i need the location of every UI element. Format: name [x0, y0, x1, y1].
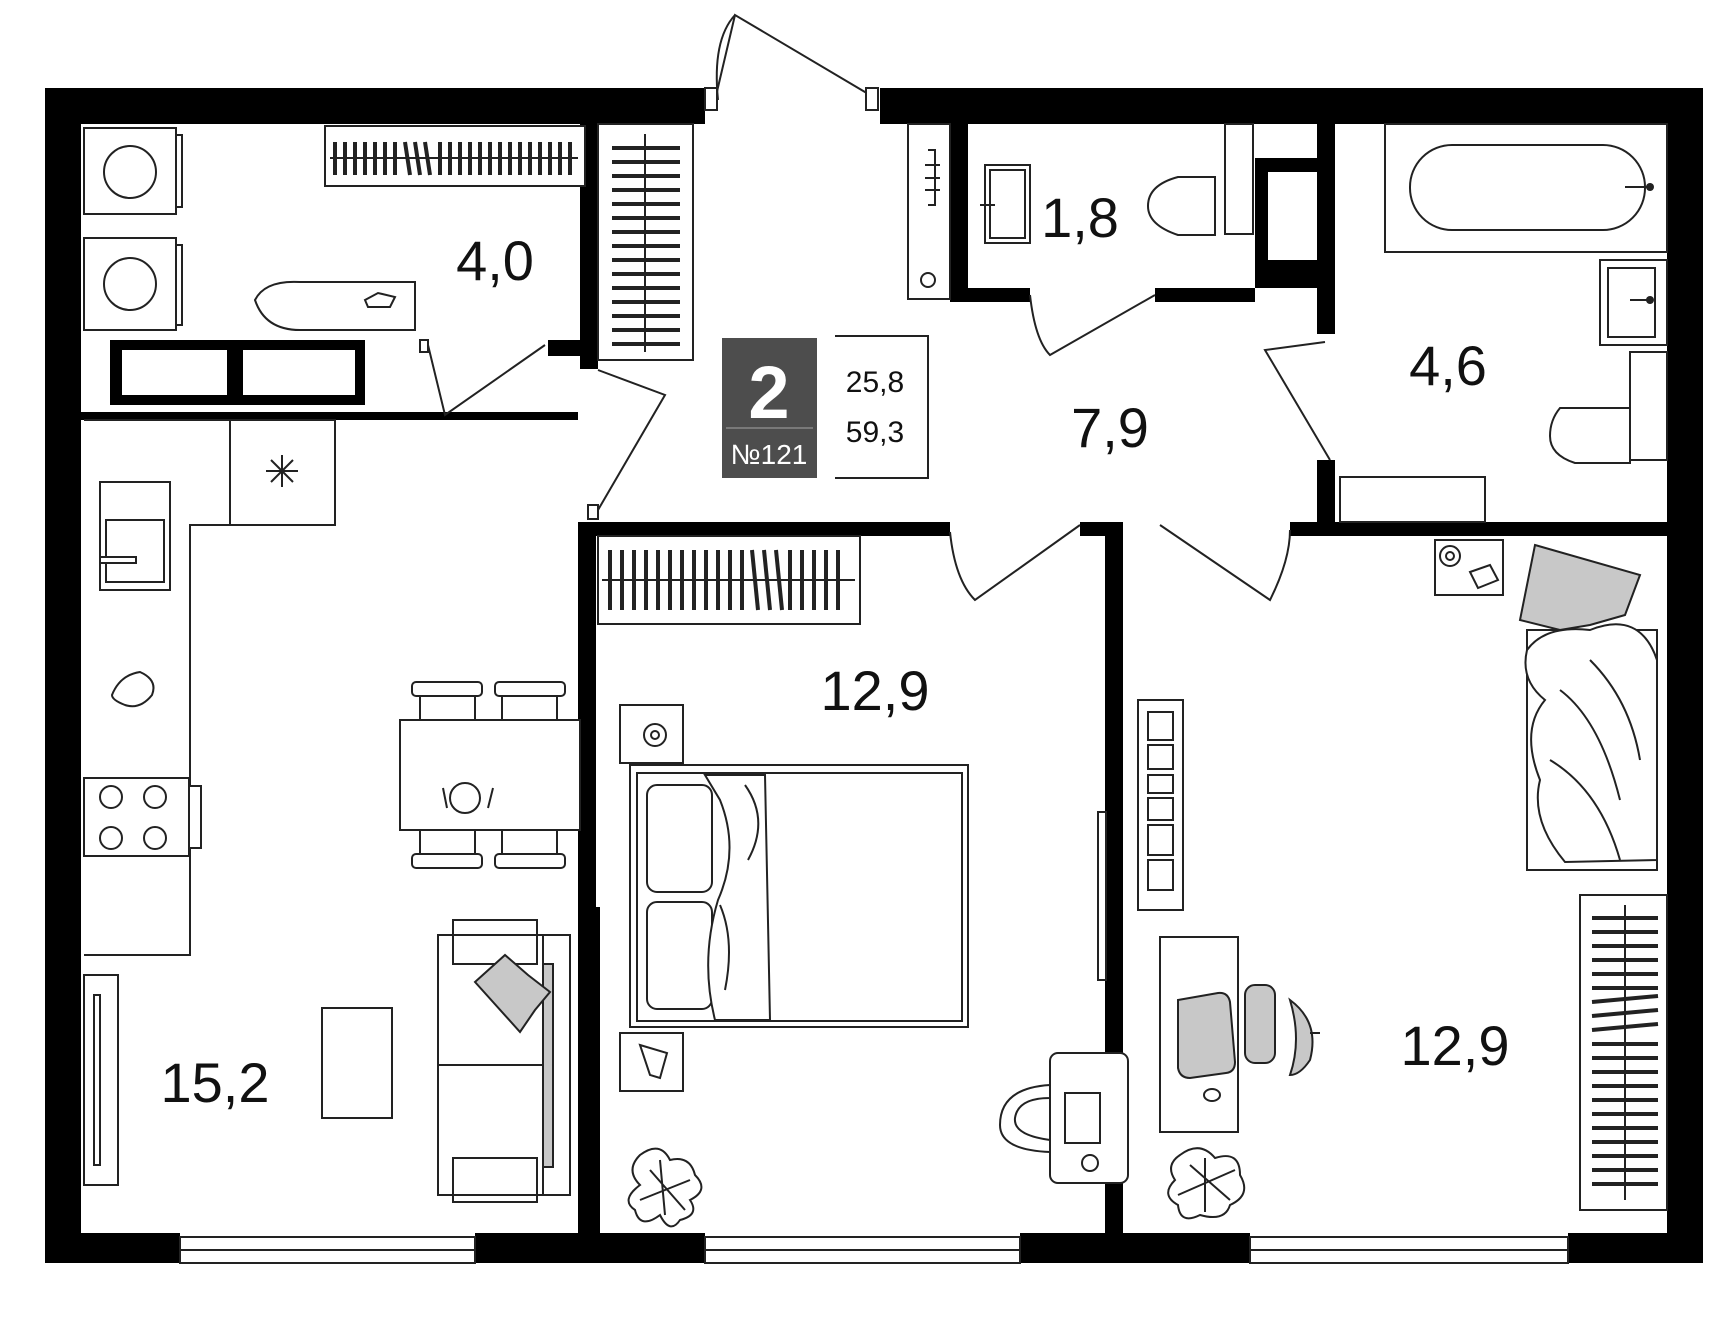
room-area-bedroom-2: 12,9: [1401, 1014, 1510, 1077]
room-area-bathroom: 4,6: [1409, 334, 1487, 397]
apartment-number: №121: [731, 439, 808, 470]
bedroom1-furniture: [597, 535, 1129, 1228]
doors: [419, 13, 1331, 602]
living-area: 25,8: [846, 366, 904, 399]
kitchen-furniture: [83, 419, 581, 1203]
room-area-wc: 1,8: [1041, 186, 1119, 249]
laundry-furniture: [83, 125, 586, 331]
windows: [179, 1236, 1569, 1264]
total-area: 59,3: [846, 416, 904, 449]
wc-fixtures: [907, 123, 1668, 523]
apartment-area-box: 25,8 59,3: [835, 335, 929, 479]
room-area-bedroom-1: 12,9: [821, 659, 930, 722]
hall-wardrobe: [597, 123, 694, 361]
badge-background: [722, 338, 817, 478]
apartment-badge: 2 №121: [722, 338, 817, 478]
room-area-hall: 7,9: [1071, 396, 1149, 459]
room-area-kitchen-living: 15,2: [161, 1051, 270, 1114]
rooms-count: 2: [748, 351, 789, 434]
bedroom2-furniture: [1137, 539, 1668, 1220]
room-area-laundry: 4,0: [456, 229, 534, 292]
